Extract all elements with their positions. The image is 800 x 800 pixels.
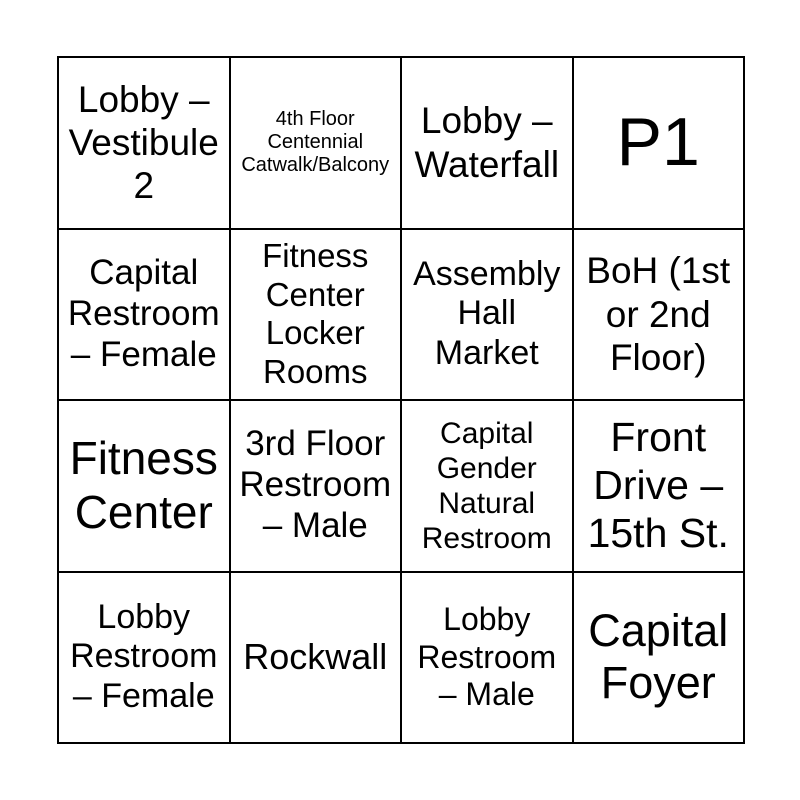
bingo-card: Lobby – Vestibule 2 4th Floor Centennial… [57,56,745,744]
bingo-cell-label: Capital Gender Natural Restroom [421,416,552,555]
bingo-cell-r4c1[interactable]: Lobby Restroom – Female [59,572,229,742]
bingo-cell-r1c4[interactable]: P1 [573,58,743,228]
bingo-cell-label: Capital Foyer [588,604,729,709]
bingo-cell-label: 3rd Floor Restroom – Male [239,424,392,546]
bingo-cell-r2c2[interactable]: Fitness Center Locker Rooms [230,229,400,399]
bingo-cell-r1c1[interactable]: Lobby – Vestibule 2 [59,58,229,228]
bingo-cell-label: 4th Floor Centennial Catwalk/Balcony [241,107,390,177]
bingo-cell-r2c3[interactable]: Assembly Hall Market [402,229,572,399]
bingo-cell-label: Front Drive – 15th St. [587,413,729,556]
bingo-cell-label: Lobby – Vestibule 2 [68,78,219,207]
bingo-cell-r3c2[interactable]: 3rd Floor Restroom – Male [230,401,400,571]
bingo-cell-label: Lobby Restroom – Male [417,601,557,712]
bingo-cell-label: Fitness Center Locker Rooms [262,237,369,390]
bingo-cell-label: Capital Restroom – Female [67,252,220,374]
bingo-cell-r4c4[interactable]: Capital Foyer [573,572,743,742]
bingo-cell-label: Lobby Restroom – Female [70,597,218,716]
bingo-cell-r3c1[interactable]: Fitness Center [59,401,229,571]
bingo-cell-label: P1 [616,103,700,180]
bingo-cell-r4c2[interactable]: Rockwall [230,572,400,742]
bingo-cell-label: BoH (1st or 2nd Floor) [586,250,731,378]
bingo-cell-r1c3[interactable]: Lobby – Waterfall [402,58,572,228]
bingo-cell-label: Rockwall [243,636,388,678]
bingo-cell-label: Assembly Hall Market [413,254,561,373]
bingo-cell-r4c3[interactable]: Lobby Restroom – Male [402,572,572,742]
bingo-cell-r2c1[interactable]: Capital Restroom – Female [59,229,229,399]
bingo-cell-label: Fitness Center [69,431,218,538]
bingo-cell-r2c4[interactable]: BoH (1st or 2nd Floor) [573,229,743,399]
bingo-cell-r1c2[interactable]: 4th Floor Centennial Catwalk/Balcony [230,58,400,228]
bingo-cell-r3c4[interactable]: Front Drive – 15th St. [573,401,743,571]
bingo-cell-label: Lobby – Waterfall [414,100,560,185]
bingo-cell-r3c3[interactable]: Capital Gender Natural Restroom [402,401,572,571]
